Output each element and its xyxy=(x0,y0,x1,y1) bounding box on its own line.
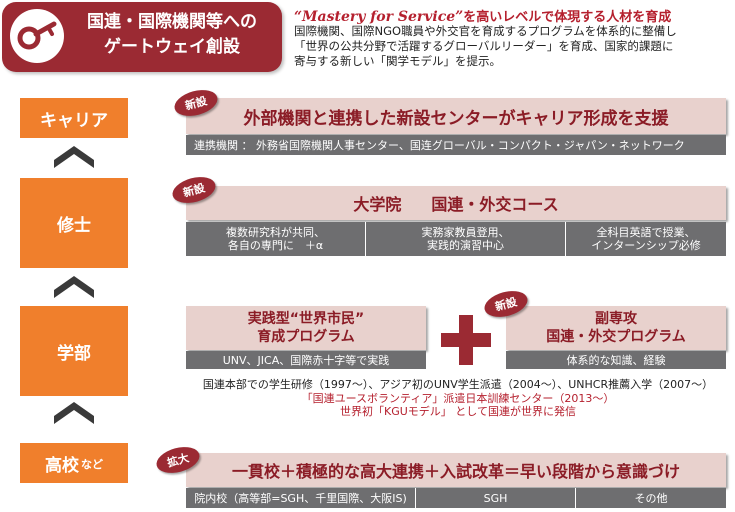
master-feature-cell: 全科目英語で授業、インターンシップ必修 xyxy=(566,222,726,256)
undergrad-left-banner: 実践型“世界市民” 育成プログラム xyxy=(186,306,426,350)
note-line: 「国連ユースボランティア」派遣日本訓練センター（2013～） xyxy=(301,391,615,405)
master-features-bar: 複数研究科が共同、各自の専門に ＋α 実務家教員登用、実践的演習中心 全科目英語… xyxy=(186,222,726,256)
motto-english: “Mastery for Service” xyxy=(294,9,464,25)
cell-line: インターンシップ必修 xyxy=(591,239,701,252)
career-partners: 連携機関 ： 外務省国際機関人事センター、国连グローバル・コンパクト・ジャパン・… xyxy=(194,139,685,152)
left-sub: UNV、JICA、国際赤十字等で実践 xyxy=(222,354,390,367)
master-title-b: 国連・外交コース xyxy=(431,195,559,214)
left-title-line1: 実践型“世界市民” xyxy=(247,311,365,327)
master-banner: 大学院 国連・外交コース xyxy=(186,186,726,220)
undergrad-right-banner: 副専攻国連・外交プログラム xyxy=(506,306,726,350)
stage-career-label: キャリア xyxy=(40,110,108,131)
highschool-cell: 院内校（高等部=SGH、千里国際、大阪IS) xyxy=(186,488,416,508)
right-sub: 体系的な知識、経験 xyxy=(566,354,666,367)
header-title: 国連・国際機関等への ゲートウェイ創設 xyxy=(66,10,278,60)
right-title-line2: 国連・外交プログラム xyxy=(546,329,686,345)
motto: “Mastery for Service”を高いレベルで体現する人材を育成 xyxy=(294,6,734,25)
stage-undergrad-label: 学部 xyxy=(57,343,91,364)
stage-career: キャリア xyxy=(20,98,128,138)
stage-highschool-label: 高校 xyxy=(45,455,79,476)
cell-line: 実務家教員登用、 xyxy=(421,226,510,239)
note-line: 国連本部での学生研修（1997～）、アジア初のUNV学生派遣（2004～）、UN… xyxy=(202,378,714,391)
header-title-line1: 国連・国際機関等への xyxy=(87,12,257,32)
motto-japanese: を高いレベルで体現する人材を育成 xyxy=(463,10,672,25)
right-title-line1: 副専攻 xyxy=(595,311,637,327)
career-banner: 外部機関と連携した新設センターがキャリア形成を支援 xyxy=(186,98,726,134)
undergrad-notes: 国連本部での学生研修（1997～）、アジア初のUNV学生派遣（2004～）、UN… xyxy=(188,378,728,419)
highschool-cell: その他 xyxy=(634,491,668,505)
career-title: 外部機関と連携した新設センターがキャリア形成を支援 xyxy=(243,108,669,129)
highschool-banner: 一貫校＋積極的な高大連携＋入試改革＝早い段階から意識づけ xyxy=(186,453,726,487)
cell-line: 複数研究科が共同、 xyxy=(226,226,325,239)
cell-line: 各自の専門に ＋α xyxy=(227,239,324,252)
header-description: 国際機関、国際NGO職員や外交官を育成するプログラムを体系的に整備し 「世界の公… xyxy=(294,24,732,69)
stage-highschool-suffix: など xyxy=(81,458,103,471)
stage-undergrad: 学部 xyxy=(20,306,128,396)
left-title-line2: 育成プログラム xyxy=(257,329,355,345)
stage-highschool: 高校など xyxy=(20,443,128,483)
master-feature-cell: 実務家教員登用、実践的演習中心 xyxy=(366,222,566,256)
stage-master: 修士 xyxy=(20,178,128,268)
highschool-cell: SGH xyxy=(416,488,576,508)
highschool-title: 一貫校＋積極的な高大連携＋入試改革＝早い段階から意識づけ xyxy=(231,462,680,481)
note-line: 世界初「KGUモデル」 として国連が世界に発信 xyxy=(340,405,576,418)
highschool-cells-bar: 院内校（高等部=SGH、千里国際、大阪IS) SGH その他 xyxy=(186,488,726,508)
master-feature-cell: 複数研究科が共同、各自の専門に ＋α xyxy=(186,222,366,256)
header-title-line2: ゲートウェイ創設 xyxy=(104,37,240,57)
chevron-up-icon xyxy=(54,402,94,424)
desc-line3: 寄与する新しい「関学モデル」を提示。 xyxy=(294,54,501,68)
undergrad-left-sub: UNV、JICA、国際赤十字等で実践 xyxy=(186,351,426,369)
plus-icon xyxy=(441,315,491,365)
career-partners-bar: 連携機関 ： 外務省国際機関人事センター、国连グローバル・コンパクト・ジャパン・… xyxy=(186,135,726,155)
cell-line: 全科目英語で授業、 xyxy=(596,226,696,239)
key-icon xyxy=(10,9,64,63)
chevron-up-icon xyxy=(54,276,94,298)
undergrad-right-sub: 体系的な知識、経験 xyxy=(506,351,726,369)
chevron-up-icon xyxy=(54,146,94,168)
master-title-a: 大学院 xyxy=(353,195,402,214)
stage-master-label: 修士 xyxy=(57,215,91,236)
cell-line: 実践的演習中心 xyxy=(427,239,504,252)
desc-line1: 国際機関、国際NGO職員や外交官を育成するプログラムを体系的に整備し xyxy=(294,24,677,38)
desc-line2: 「世界の公共分野で活躍するグローバルリーダー」を育成、国家的課題に xyxy=(294,39,674,53)
